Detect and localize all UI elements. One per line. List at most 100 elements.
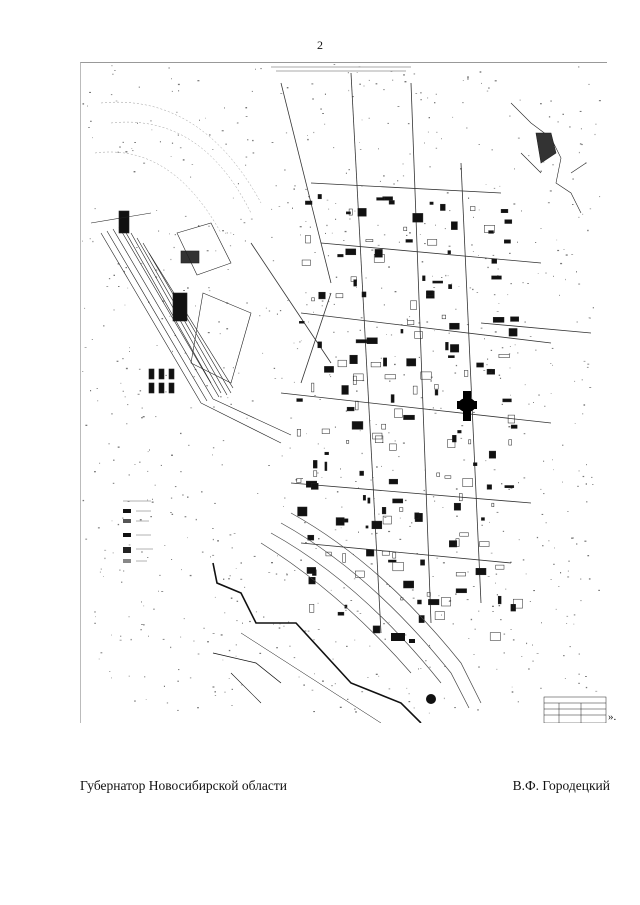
terrain-speck <box>197 653 200 655</box>
terrain-speck <box>493 469 496 471</box>
building-block <box>357 208 367 217</box>
terrain-speck <box>587 363 590 365</box>
building-block <box>351 421 364 430</box>
building-block <box>299 321 305 324</box>
terrain-speck <box>428 712 430 714</box>
terrain-speck <box>543 161 545 163</box>
terrain-speck <box>150 120 152 122</box>
terrain-speck <box>279 310 282 312</box>
terrain-speck <box>246 417 248 419</box>
terrain-speck <box>177 680 179 682</box>
terrain-speck <box>242 622 243 624</box>
terrain-speck <box>212 686 215 688</box>
terrain-speck <box>214 502 216 504</box>
terrain-speck <box>377 224 379 226</box>
terrain-speck <box>120 382 122 384</box>
terrain-speck <box>432 576 434 577</box>
terrain-speck <box>484 338 485 340</box>
terrain-speck <box>245 107 248 109</box>
terrain-speck <box>424 243 426 245</box>
terrain-speck <box>94 611 96 613</box>
terrain-speck <box>274 378 277 379</box>
terrain-speck <box>165 374 167 376</box>
building-block <box>399 507 404 512</box>
terrain-speck <box>388 266 390 268</box>
building-block <box>376 197 385 201</box>
terrain-speck <box>199 119 200 121</box>
terrain-speck <box>228 578 230 580</box>
terrain-speck <box>494 331 497 333</box>
terrain-speck <box>288 621 290 623</box>
terrain-speck <box>435 224 436 226</box>
terrain-speck <box>454 372 457 374</box>
terrain-speck <box>418 356 420 358</box>
terrain-speck <box>334 426 336 428</box>
terrain-speck <box>383 175 385 177</box>
terrain-speck <box>511 686 513 688</box>
terrain-speck <box>472 586 475 587</box>
terrain-speck <box>390 334 393 336</box>
building-block <box>361 291 367 298</box>
terrain-speck <box>155 269 158 271</box>
terrain-speck <box>171 78 172 80</box>
building-block <box>422 275 426 281</box>
terrain-speck <box>440 407 442 409</box>
terrain-speck <box>84 347 87 348</box>
terrain-speck <box>305 221 307 222</box>
terrain-speck <box>305 292 307 294</box>
terrain-speck <box>505 588 507 590</box>
building-block <box>383 357 387 367</box>
terrain-speck <box>262 352 264 354</box>
terrain-speck <box>578 682 580 684</box>
terrain-speck <box>82 240 83 242</box>
terrain-speck <box>581 143 583 146</box>
terrain-speck <box>548 116 551 118</box>
terrain-speck <box>496 511 499 513</box>
terrain-speck <box>235 644 237 646</box>
terrain-speck <box>118 286 120 287</box>
building-block <box>392 498 404 504</box>
terrain-speck <box>566 623 568 624</box>
terrain-speck <box>272 260 275 262</box>
terrain-speck <box>213 406 215 408</box>
terrain-speck <box>333 147 335 149</box>
terrain-speck <box>197 707 199 709</box>
terrain-speck <box>415 93 418 94</box>
terrain-speck <box>293 381 295 383</box>
terrain-speck <box>94 622 96 624</box>
terrain-speck <box>141 624 143 625</box>
terrain-speck <box>325 497 327 499</box>
terrain-speck <box>249 620 251 623</box>
terrain-speck <box>112 482 115 484</box>
building-block <box>420 559 425 566</box>
building-block <box>359 470 364 476</box>
terrain-speck <box>485 460 487 462</box>
terrain-speck <box>508 353 511 355</box>
terrain-speck <box>492 611 494 612</box>
terrain-speck <box>550 363 552 364</box>
terrain-speck <box>237 183 239 185</box>
terrain-speck <box>503 633 506 635</box>
terrain-speck <box>123 270 125 273</box>
terrain-speck <box>173 246 175 249</box>
terrain-speck <box>585 686 588 689</box>
terrain-speck <box>430 376 433 378</box>
terrain-speck <box>543 460 545 462</box>
terrain-speck <box>161 591 164 592</box>
terrain-speck <box>236 620 238 622</box>
terrain-speck <box>229 575 231 577</box>
terrain-speck <box>403 74 405 76</box>
terrain-speck <box>276 313 278 315</box>
terrain-speck <box>108 278 111 280</box>
terrain-speck <box>445 274 447 277</box>
terrain-speck <box>193 376 195 378</box>
terrain-speck <box>163 685 165 687</box>
building-block <box>324 461 328 471</box>
terrain-speck <box>486 364 488 366</box>
terrain-speck <box>499 377 502 379</box>
building-block <box>392 552 397 559</box>
terrain-speck <box>479 71 482 73</box>
terrain-speck <box>436 131 438 133</box>
terrain-speck <box>122 517 124 519</box>
terrain-speck <box>451 283 453 284</box>
